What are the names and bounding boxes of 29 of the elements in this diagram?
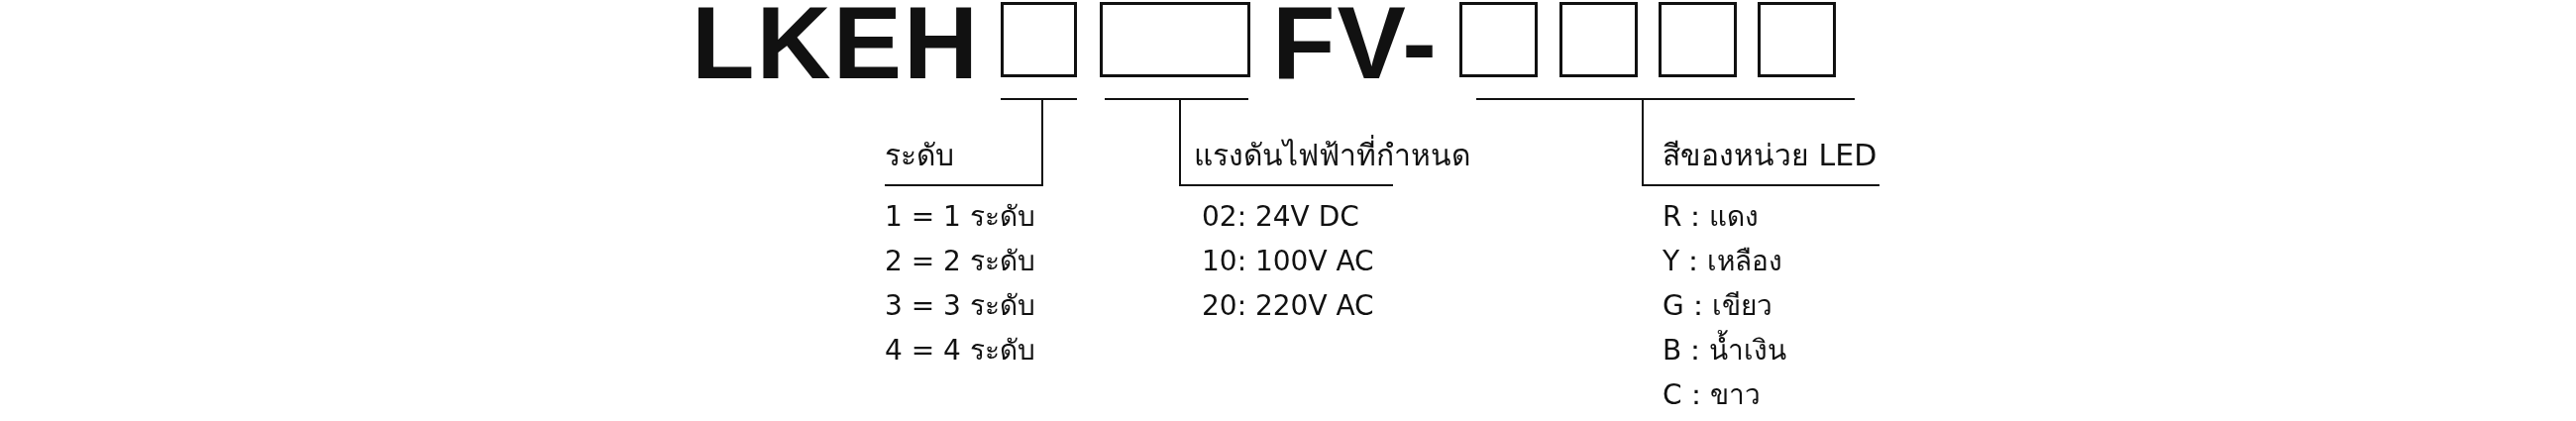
leader-line: [1041, 99, 1043, 186]
option-text: G：เขียว: [1663, 288, 1772, 324]
option-text: 1 = 1 ระดับ: [885, 199, 1035, 235]
option-text: R：แดง: [1663, 199, 1760, 235]
empty-code-box: [1001, 2, 1077, 77]
empty-code-box: [1559, 2, 1638, 77]
underline-bar: [1476, 98, 1855, 100]
underline-bar: [1001, 98, 1077, 100]
heading-text: สีของหน่วย LED: [1663, 137, 1878, 174]
option-text: 02: 24V DC: [1202, 199, 1359, 235]
option-text: C：ขาว: [1663, 377, 1761, 413]
option-text: 4 = 4 ระดับ: [885, 333, 1035, 368]
option-text: Y：เหลือง: [1663, 244, 1783, 279]
code-text: FV-: [1272, 0, 1439, 94]
option-text: 3 = 3 ระดับ: [885, 288, 1035, 324]
leader-line: [1179, 99, 1181, 186]
option-text: B：น้ำเงิน: [1663, 328, 1787, 372]
empty-code-box: [1758, 2, 1836, 77]
underline-bar: [1105, 98, 1248, 100]
option-text: 2 = 2 ระดับ: [885, 244, 1035, 279]
option-text: 10: 100V AC: [1202, 244, 1374, 279]
option-text: 20: 220V AC: [1202, 288, 1374, 324]
code-text: LKEH: [692, 0, 981, 94]
heading-text: ระดับ: [885, 137, 954, 174]
empty-code-box: [1659, 2, 1737, 77]
empty-code-box: [1459, 2, 1538, 77]
heading-text: แรงดันไฟฟ้าที่กำหนด: [1194, 132, 1470, 178]
empty-code-box: [1100, 2, 1250, 77]
leader-line: [1642, 99, 1644, 186]
